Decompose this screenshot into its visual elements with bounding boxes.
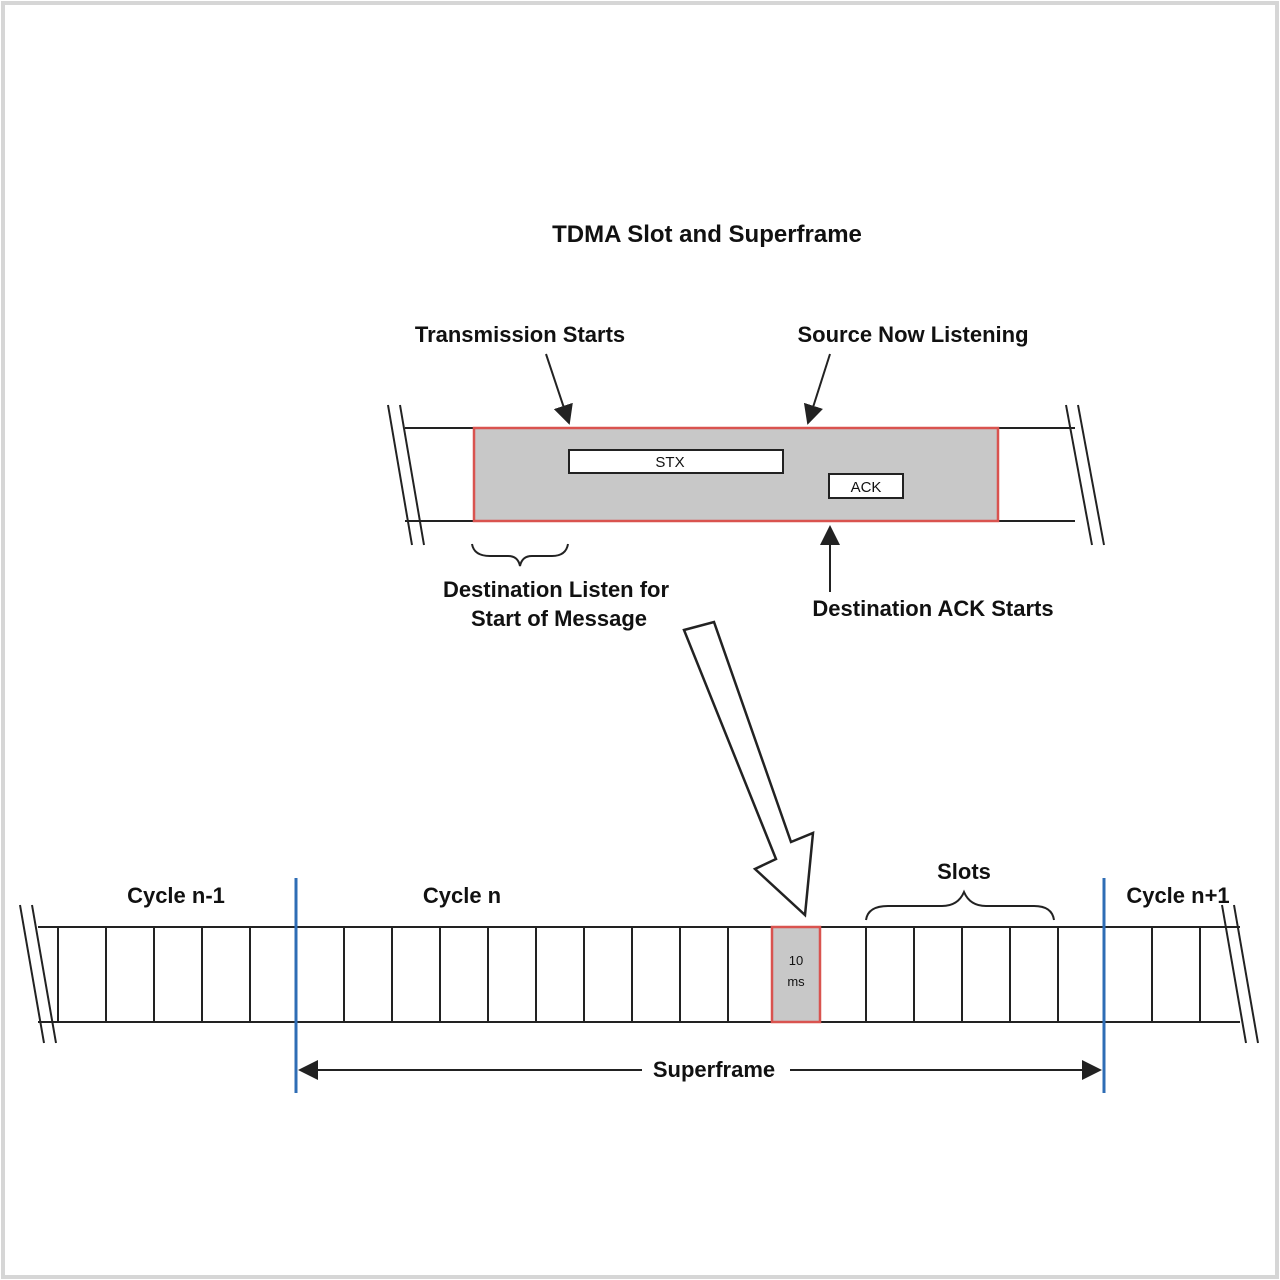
- stx-label: STX: [655, 454, 684, 471]
- break-mark-left-b: [399, 404, 425, 546]
- row-break-left-a: [19, 904, 45, 1044]
- ack-box: [828, 473, 904, 499]
- stx-box: [568, 449, 784, 474]
- row-break-left-b: [31, 904, 57, 1044]
- source-now-listening-label: Source Now Listening: [797, 322, 1028, 347]
- break-mark-right-b: [1077, 404, 1105, 546]
- destination-listen-brace: [471, 543, 569, 567]
- break-mark-right-a: [1065, 404, 1093, 546]
- destination-listen-label-line2: Start of Message: [471, 606, 647, 631]
- slot-duration-unit: ms: [787, 974, 805, 989]
- superframe-row: 10 ms Cycle n-1 Cycle n Cycle n+1 Slots …: [19, 859, 1259, 1093]
- slot-dividers: [57, 927, 1201, 1022]
- source-now-listening-arrow: [803, 353, 831, 425]
- slot-detail-box: [472, 426, 1000, 523]
- diagram-title: TDMA Slot and Superframe: [552, 221, 862, 248]
- zoom-arrow: [682, 620, 815, 918]
- cycle-next-label: Cycle n+1: [1126, 883, 1229, 908]
- highlighted-slot: [770, 925, 822, 1024]
- transmission-starts-arrow: [545, 353, 573, 425]
- superframe-label: Superframe: [653, 1057, 775, 1082]
- slots-label: Slots: [937, 859, 991, 884]
- destination-listen-label-line1: Destination Listen for: [443, 577, 670, 602]
- destination-ack-starts-label: Destination ACK Starts: [812, 596, 1053, 621]
- slot-detail: STX ACK Transmission Starts Source Now L…: [387, 322, 1105, 631]
- transmission-starts-label: Transmission Starts: [415, 322, 625, 347]
- slots-brace: [865, 889, 1055, 921]
- ack-label: ACK: [851, 479, 882, 496]
- slot-duration-value: 10: [789, 953, 803, 968]
- break-mark-left-a: [387, 404, 413, 546]
- cycle-current-label: Cycle n: [423, 883, 501, 908]
- cycle-prev-label: Cycle n-1: [127, 883, 225, 908]
